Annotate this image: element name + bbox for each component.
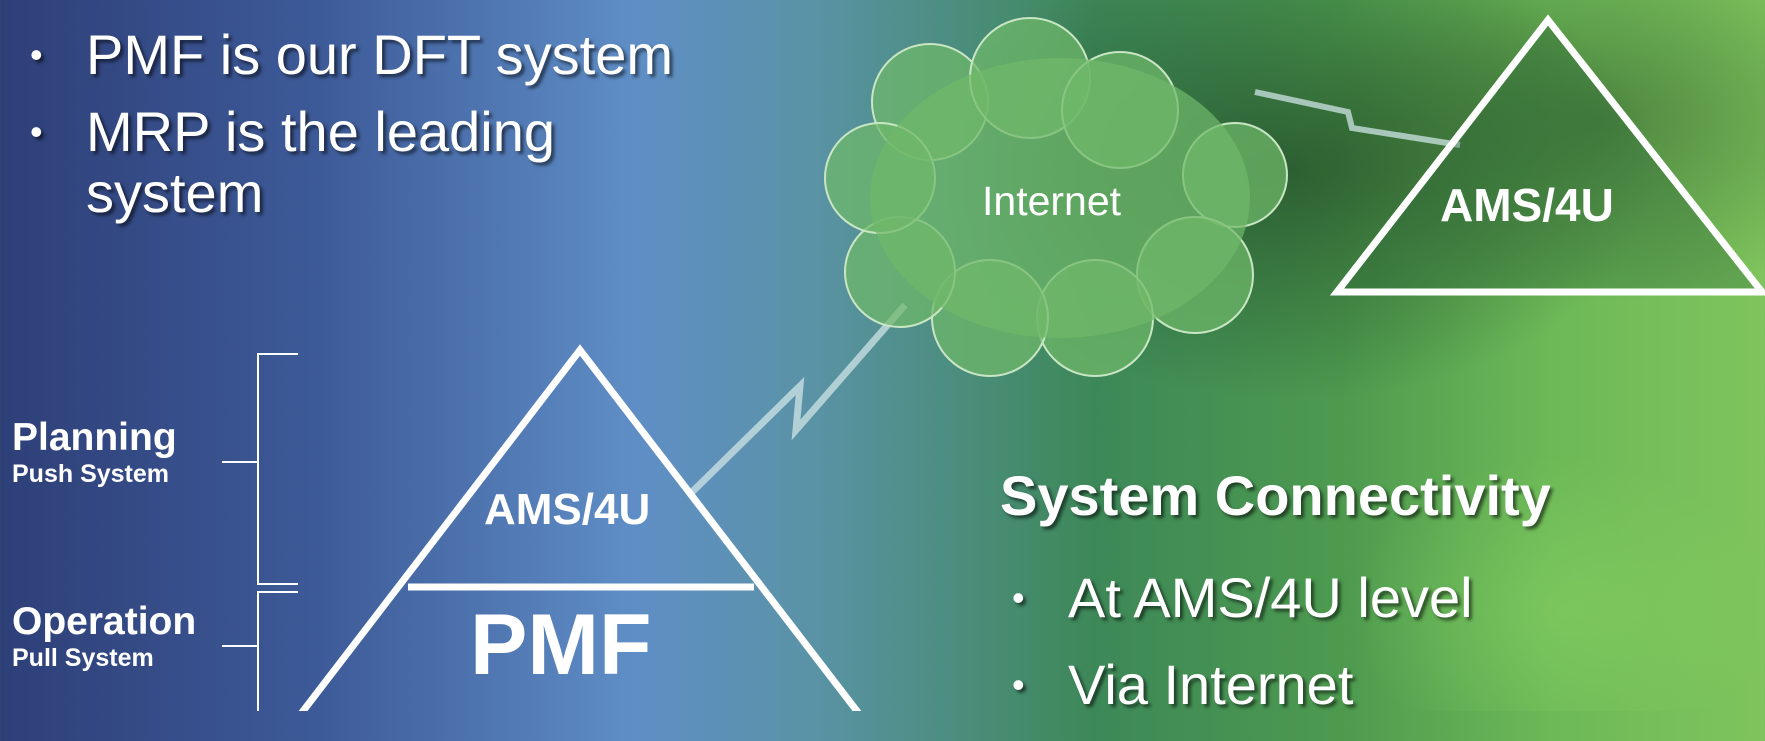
bullet-item: • MRP is the leading system bbox=[30, 100, 646, 224]
bullet-item: • Via Internet bbox=[1012, 653, 1473, 716]
level-subtitle: Pull System bbox=[12, 644, 154, 672]
connectivity-diagram bbox=[222, 14, 1765, 711]
pyramid-top-label: AMS/4U bbox=[484, 485, 651, 534]
bullet-text: Via Internet bbox=[1068, 653, 1354, 716]
link-line-to-cloud bbox=[687, 302, 908, 497]
link-line-to-remote bbox=[1254, 89, 1461, 148]
remote-triangle-label: AMS/4U bbox=[1440, 179, 1614, 231]
level-label-operation: Operation Pull System bbox=[12, 601, 196, 673]
bottom-bullet-list: • At AMS/4U level • Via Internet bbox=[1012, 566, 1473, 741]
level-title: Planning bbox=[12, 416, 177, 459]
level-title: Operation bbox=[12, 600, 197, 643]
level-subtitle: Push System bbox=[12, 460, 170, 488]
bullet-text: At AMS/4U level bbox=[1068, 566, 1473, 629]
bullet-dot: • bbox=[1012, 664, 1025, 705]
bullet-dot: • bbox=[30, 34, 43, 75]
level-brackets bbox=[222, 353, 298, 711]
pyramid-outline bbox=[298, 344, 862, 711]
remote-triangle bbox=[1329, 14, 1765, 296]
bullet-dot: • bbox=[1012, 577, 1025, 618]
pyramid bbox=[298, 344, 862, 711]
level-label-planning: Planning Push System bbox=[12, 417, 177, 489]
internet-cloud bbox=[824, 17, 1288, 377]
bullet-dot: • bbox=[30, 111, 43, 152]
cloud-label: Internet bbox=[982, 178, 1122, 224]
pyramid-bottom-label: PMF bbox=[470, 597, 652, 693]
bullet-item: • At AMS/4U level bbox=[1012, 566, 1473, 629]
top-bullet-list: • PMF is our DFT system • MRP is the lea… bbox=[30, 23, 674, 239]
bullet-text: MRP is the leading system bbox=[86, 100, 555, 224]
section-heading: System Connectivity bbox=[1000, 464, 1551, 527]
bullet-item: • PMF is our DFT system bbox=[30, 23, 674, 86]
bullet-text: PMF is our DFT system bbox=[86, 23, 674, 86]
